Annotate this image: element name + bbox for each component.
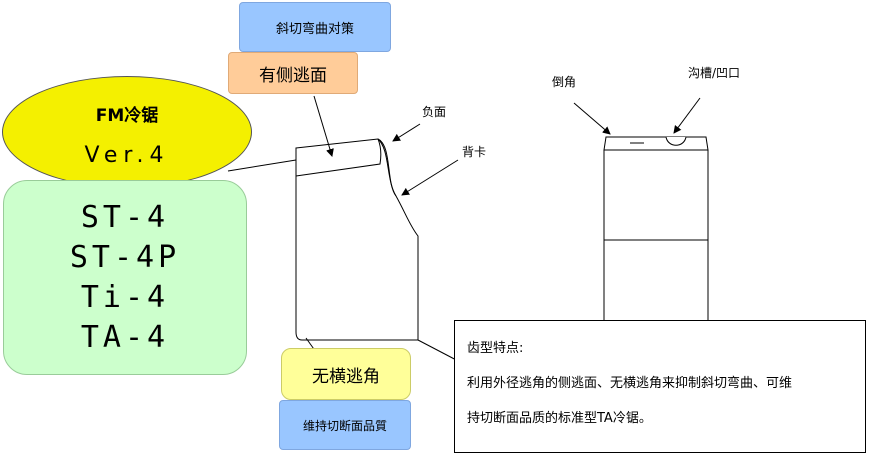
slant-cut-bend-label: 斜切弯曲对策	[239, 2, 391, 52]
negative-face-edge	[295, 138, 382, 177]
tooth-front-body	[603, 150, 709, 320]
model-item: TA-4	[80, 319, 170, 355]
model-item: ST-4	[80, 199, 170, 235]
back-clamp-label: 背卡	[462, 145, 487, 159]
model-list-box: ST-4 ST-4P Ti-4 TA-4	[3, 180, 247, 375]
groove-notch	[665, 136, 687, 146]
feature-line-1: 利用外径逃角的侧逃面、无横逃角来抑制斜切弯曲、可维	[467, 376, 793, 391]
arrow-chamfer	[573, 102, 611, 135]
back-edge-line	[377, 138, 397, 197]
product-version: Ver.4	[84, 143, 170, 168]
arrow-groove	[673, 97, 701, 134]
tooth-front-top	[603, 136, 709, 151]
feature-title: 齿型特点:	[467, 341, 524, 356]
product-ellipse: FM冷锯 Ver.4	[2, 76, 252, 188]
feature-line-2: 持切断面品质的标准型TA冷锯。	[467, 411, 652, 426]
arrow-negative-face	[392, 123, 421, 142]
product-name: FM冷锯	[95, 106, 159, 126]
ellipse-connector-line	[227, 159, 297, 172]
feature-description-box: 齿型特点: 利用外径逃角的侧逃面、无横逃角来抑制斜切弯曲、可维 持切断面品质的标…	[454, 320, 866, 453]
arrow-back-clamp	[401, 159, 459, 196]
arrow-side-relief	[313, 95, 334, 157]
model-item: ST-4P	[69, 239, 181, 275]
negative-face-label: 负面	[422, 105, 447, 119]
tooth-side-profile	[295, 138, 419, 341]
maintain-quality-label: 维持切断面品質	[279, 400, 411, 450]
model-item: Ti-4	[80, 279, 170, 315]
side-relief-label: 有侧逃面	[228, 52, 358, 94]
chamfer-label: 倒角	[552, 75, 577, 89]
groove-label: 沟槽/凹口	[688, 66, 741, 80]
no-horizontal-relief-label: 无横逃角	[281, 348, 411, 400]
